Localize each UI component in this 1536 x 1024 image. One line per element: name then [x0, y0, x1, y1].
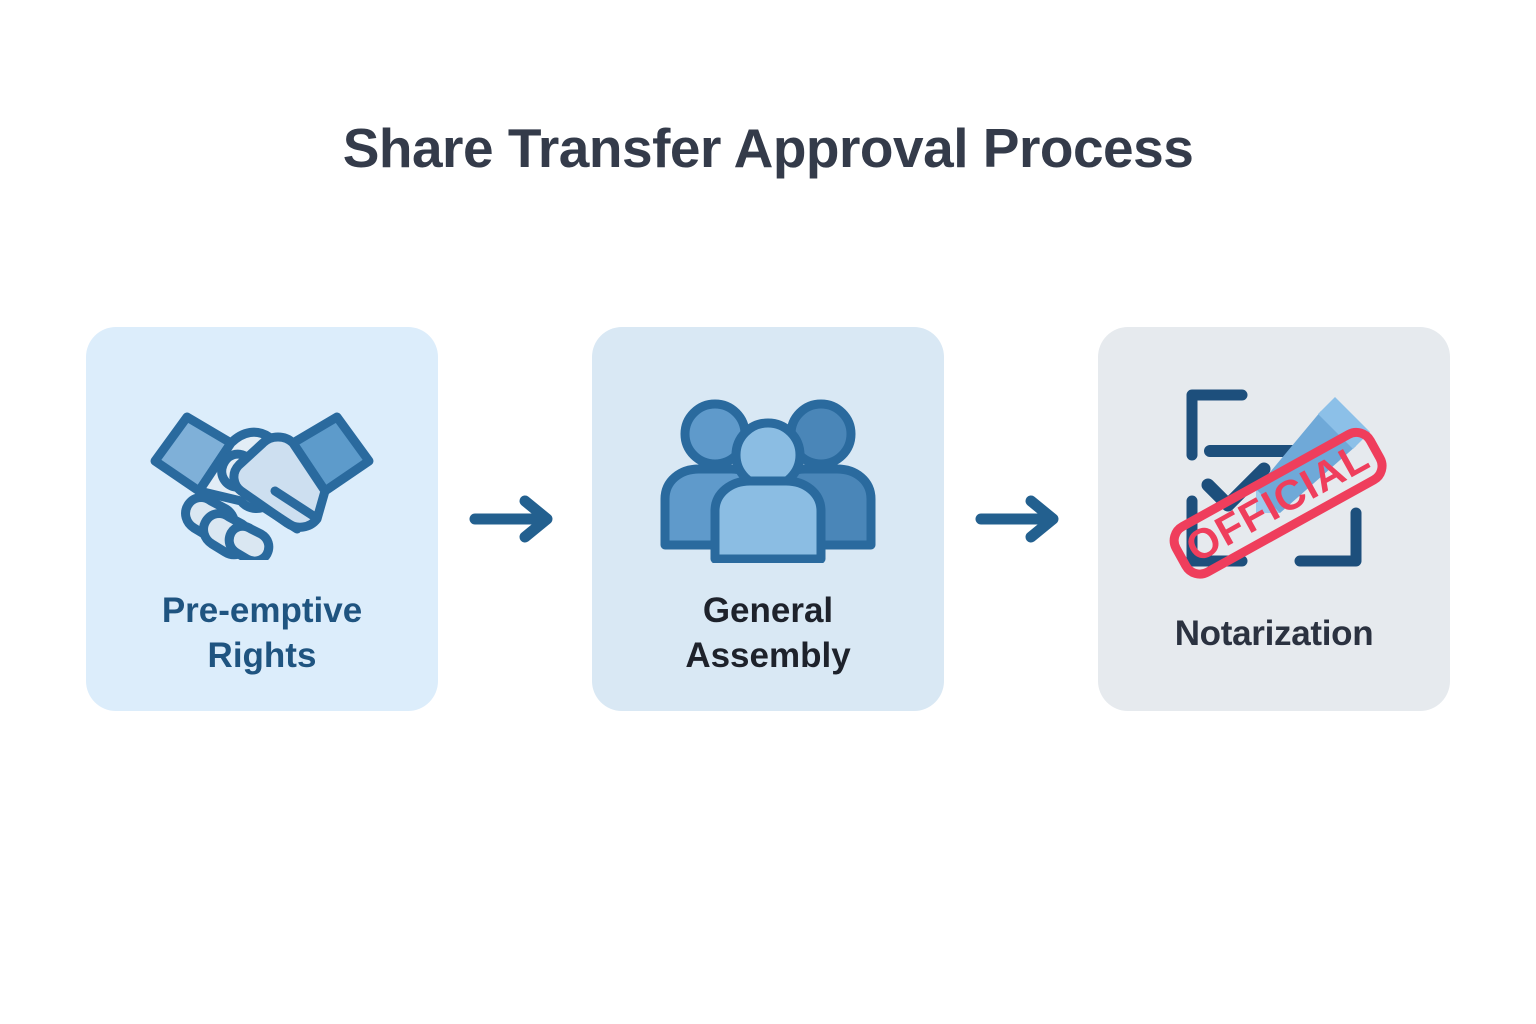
- step-label-line1: General: [702, 591, 834, 630]
- handshake-icon: [147, 375, 377, 580]
- step-label-notarization: Notarization: [1098, 612, 1450, 657]
- arrow-right-icon-1: [463, 489, 567, 549]
- step-label-line1: Notarization: [1174, 614, 1374, 653]
- step-label-pre-emptive-rights: Pre-emptive Rights: [86, 589, 438, 679]
- step-label-line1: Pre-emptive: [161, 591, 363, 630]
- process-flow: Pre-emptive Rights: [86, 327, 1450, 711]
- step-label-general-assembly: General Assembly: [592, 589, 944, 679]
- step-card-pre-emptive-rights[interactable]: Pre-emptive Rights: [86, 327, 438, 711]
- step-card-general-assembly[interactable]: General Assembly: [592, 327, 944, 711]
- people-group-icon: [653, 375, 883, 580]
- step-label-line2: Rights: [207, 635, 317, 675]
- step-label-line2: Assembly: [685, 635, 851, 675]
- notarized-document-icon: OFFICIAL: [1159, 375, 1389, 580]
- step-card-notarization[interactable]: OFFICIAL Notarization: [1098, 327, 1450, 711]
- arrow-right-icon-2: [969, 489, 1073, 549]
- page-title: Share Transfer Approval Process: [342, 117, 1194, 179]
